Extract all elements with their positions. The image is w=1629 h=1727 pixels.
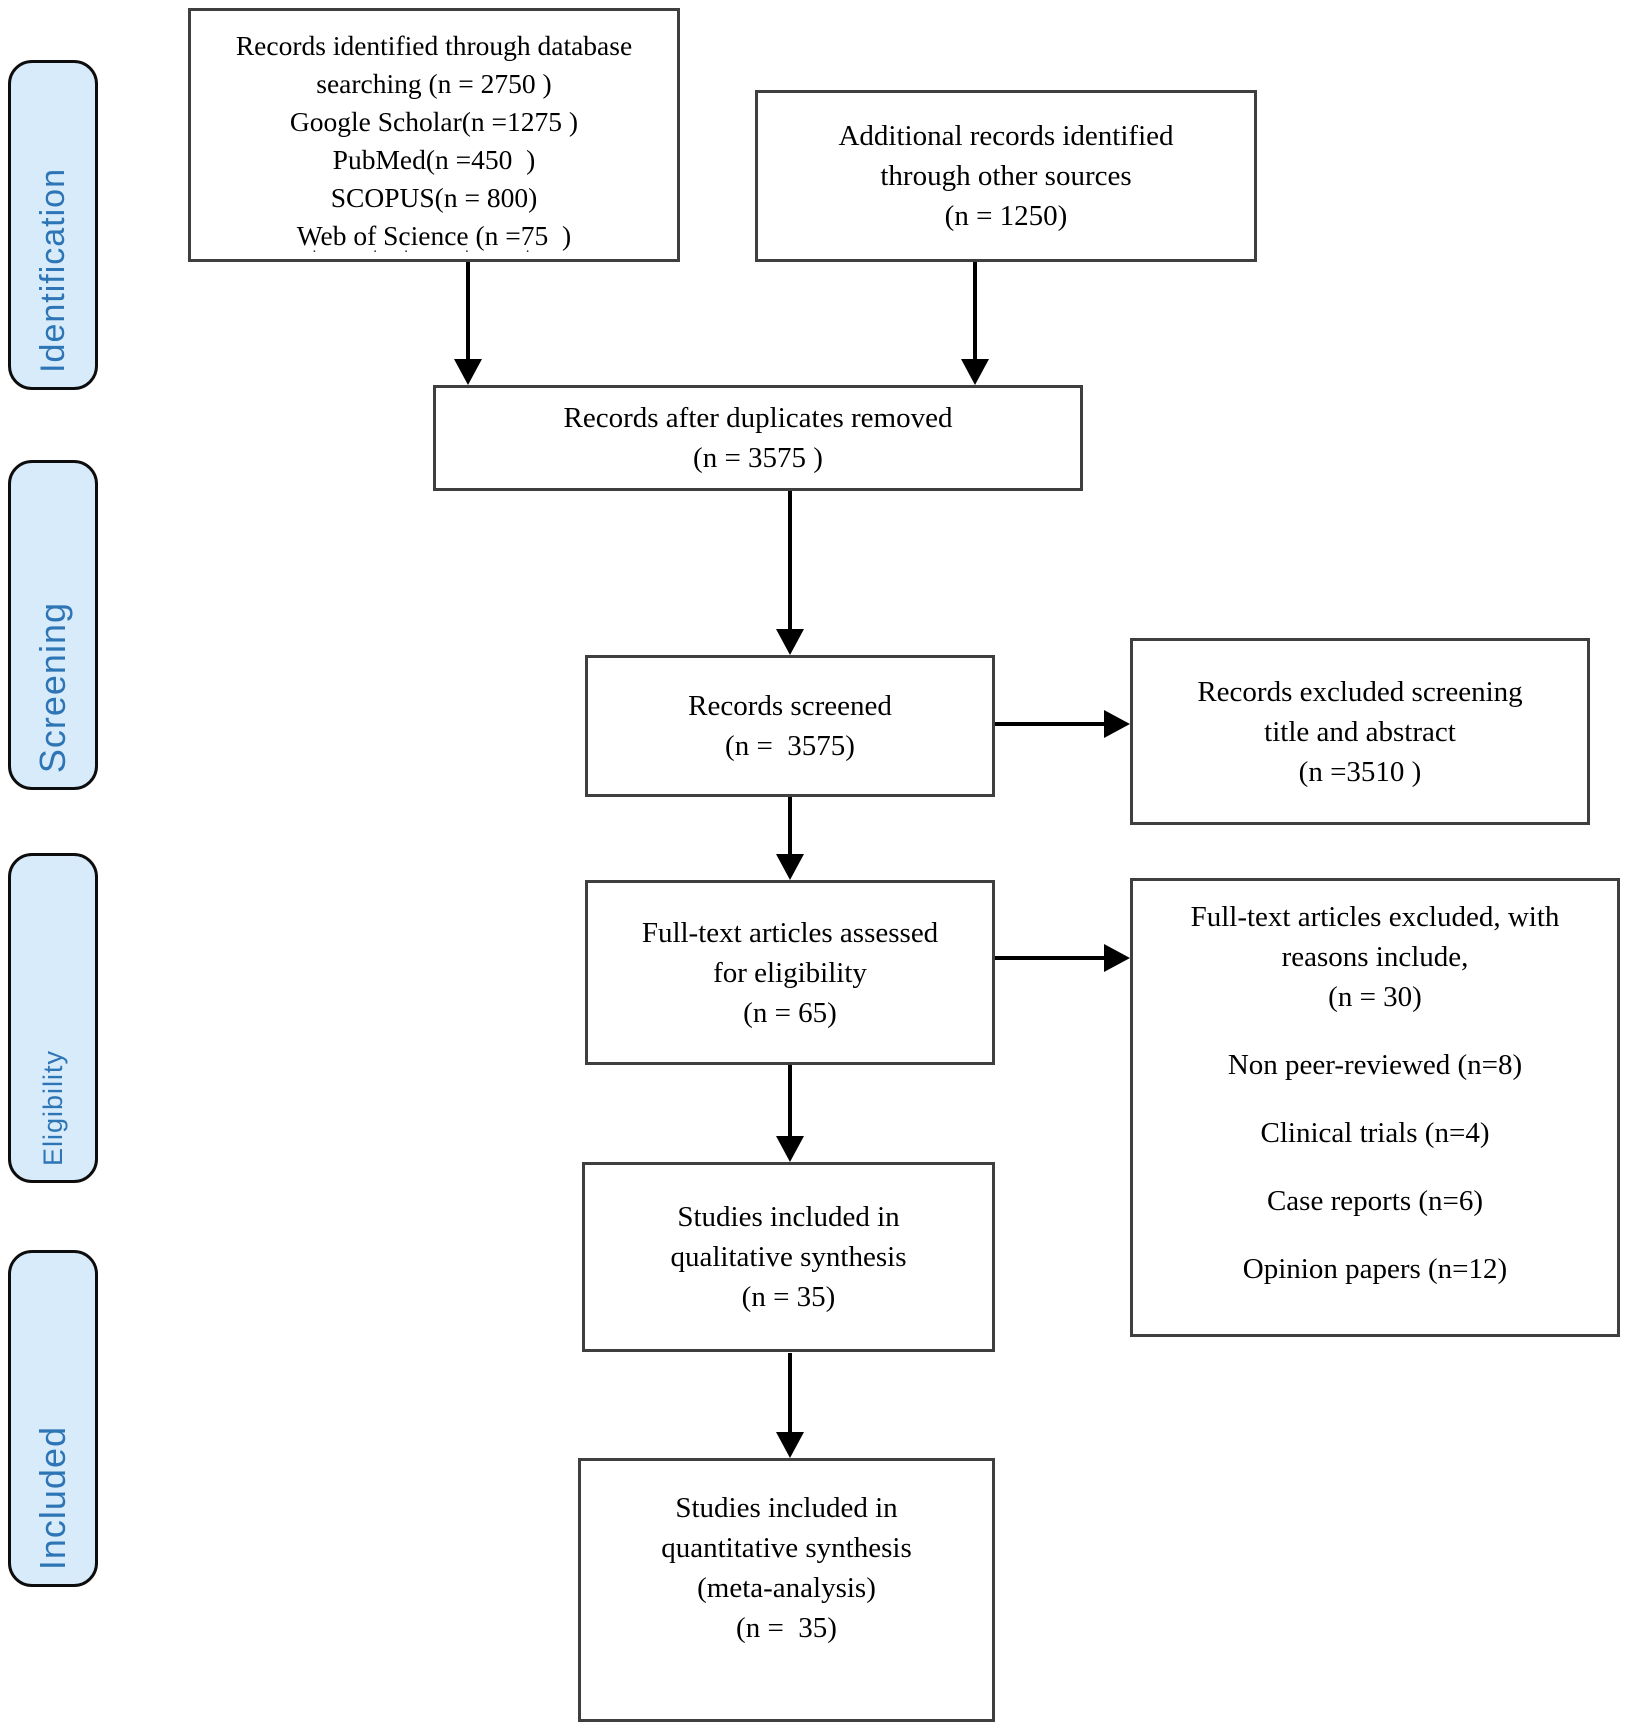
box-line: through other sources (880, 160, 1132, 192)
box-line: quantitative synthesis (661, 1532, 912, 1564)
box-line: (n = 35) (736, 1612, 837, 1644)
box-line: Records excluded screening (1197, 675, 1523, 708)
box-line: Web of Science (n =75 ) (296, 220, 572, 251)
box-line: searching (n = 2750 ) (316, 68, 552, 99)
stage-pill-identification: Identification (8, 60, 98, 390)
box-records-after-duplicates-removed: Records after duplicates removed (n = 35… (433, 385, 1083, 491)
box-line: Records screened (688, 690, 892, 722)
box-line: (n = 3575 ) (693, 442, 823, 474)
exclusion-reason: Case reports (n=6) (1266, 1185, 1484, 1217)
arrow-shaft (466, 262, 470, 361)
arrow-shaft (788, 491, 792, 631)
arrow-shaft (995, 956, 1106, 960)
box-line: Full-text articles excluded, with (1190, 901, 1560, 933)
box-line: for eligibility (713, 956, 867, 989)
stage-pill-eligibility: Eligibility (8, 853, 98, 1183)
box-quantitative-synthesis: Studies included in quantitative synthes… (578, 1458, 995, 1722)
box-line: (n = 1250) (944, 200, 1068, 232)
box-line: (n = 30) (1328, 981, 1422, 1013)
arrow-head-down (776, 1136, 804, 1162)
stage-pill-included: Included (8, 1250, 98, 1587)
box-line: qualitative synthesis (670, 1241, 907, 1273)
box-qualitative-synthesis: Studies included in qualitative synthesi… (582, 1162, 995, 1352)
arrow-head-down (776, 629, 804, 655)
arrow-head-right (1104, 710, 1130, 738)
arrow-head-down (454, 359, 482, 385)
box-fulltext-assessed: Full-text articles assessed for eligibil… (585, 880, 995, 1065)
arrow-head-right (1104, 944, 1130, 972)
box-line: Studies included in (675, 1492, 898, 1524)
stage-label-eligibility: Eligibility (37, 1049, 68, 1166)
arrow-shaft (995, 722, 1106, 726)
arrow-shaft (973, 262, 977, 361)
exclusion-reason: Opinion papers (n=12) (1242, 1253, 1508, 1285)
box-records-identified-database: Records identified through database sear… (188, 8, 680, 262)
box-line: Google Scholar(n =1275 ) (289, 106, 579, 137)
box-line: title and abstract (1264, 715, 1456, 748)
box-fulltext-excluded-reasons: Full-text articles excluded, with reason… (1130, 878, 1620, 1337)
stage-pill-screening: Screening (8, 460, 98, 790)
exclusion-reason: Non peer-reviewed (n=8) (1227, 1049, 1523, 1081)
box-line: PubMed(n =450 ) (332, 144, 536, 175)
box-line: reasons include, (1281, 941, 1469, 973)
box-line: (meta-analysis) (697, 1572, 876, 1604)
box-line: (n = 35) (741, 1281, 836, 1313)
box-line: Records identified through database (235, 30, 633, 61)
stage-label-screening: Screening (32, 601, 73, 773)
box-records-screened: Records screened (n = 3575) (585, 655, 995, 797)
box-line: Records after duplicates removed (563, 402, 953, 434)
arrow-shaft (788, 1065, 792, 1138)
box-line: Additional records identified (838, 120, 1174, 152)
stage-label-included: Included (32, 1425, 73, 1570)
box-line: Full-text articles assessed (641, 916, 939, 949)
box-line: SCOPUS(n = 800) (330, 182, 538, 213)
exclusion-reason: Clinical trials (n=4) (1260, 1117, 1490, 1149)
arrow-head-down (776, 1432, 804, 1458)
stage-label-identification: Identification (33, 168, 72, 373)
box-line: (n =3510 ) (1298, 755, 1422, 788)
arrow-head-down (776, 854, 804, 880)
arrow-head-down (961, 359, 989, 385)
box-line: (n = 3575) (725, 730, 855, 762)
arrow-shaft (788, 797, 792, 856)
clipped-text-remnant: · ·· · · (311, 246, 557, 259)
box-additional-records-other-sources: Additional records identified through ot… (755, 90, 1257, 262)
box-line: (n = 65) (743, 996, 837, 1029)
box-line: Studies included in (677, 1201, 900, 1233)
box-records-excluded-screening: Records excluded screening title and abs… (1130, 638, 1590, 825)
arrow-shaft (788, 1353, 792, 1434)
